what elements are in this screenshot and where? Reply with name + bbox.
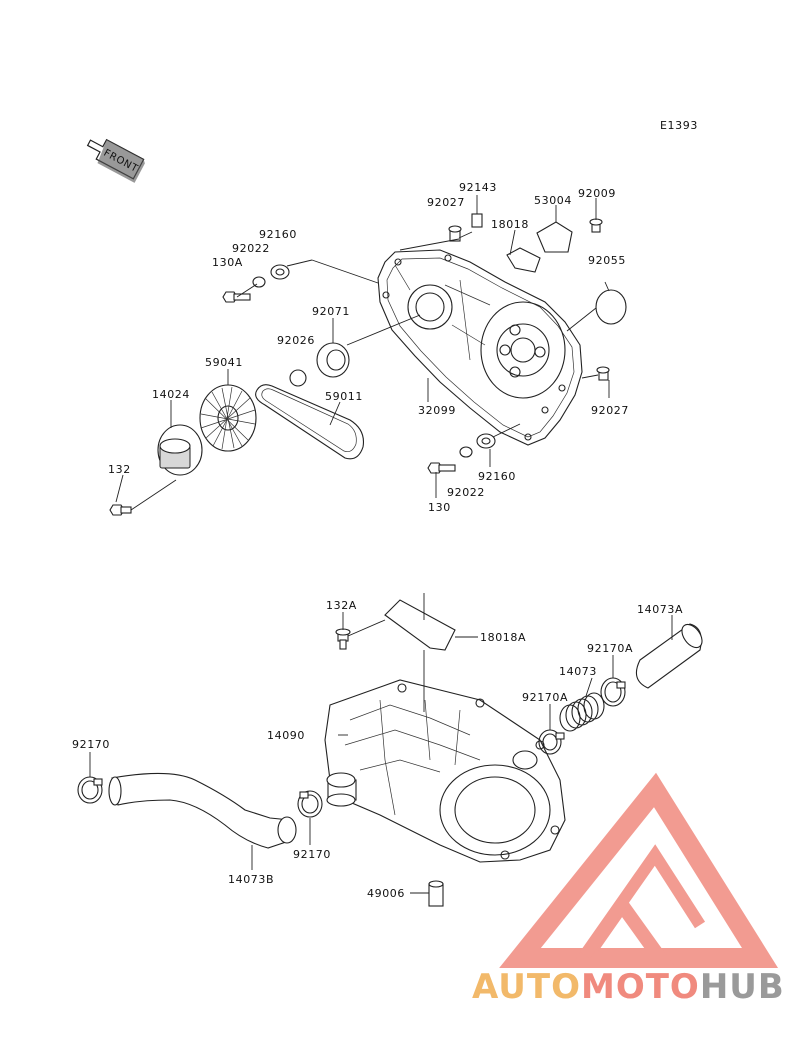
damper-92160-top xyxy=(270,264,290,280)
label-92170A-upper: 92170A xyxy=(587,642,633,655)
bolt-130A xyxy=(222,291,251,303)
damper-92160-bottom xyxy=(476,433,496,449)
label-14073B: 14073B xyxy=(228,873,274,886)
part-labels: 92143 92027 53004 92009 18018 92160 9202… xyxy=(72,181,683,900)
washer-92022-bottom xyxy=(459,446,473,458)
front-arrow-icon: FRONT xyxy=(86,138,145,183)
label-92022-top: 92022 xyxy=(232,242,270,255)
label-32099: 32099 xyxy=(418,404,456,417)
diagram-code: E1393 xyxy=(660,119,698,132)
label-14090: 14090 xyxy=(267,729,305,742)
clamp-92170-left xyxy=(77,776,103,804)
watermark-hub: HUB xyxy=(700,967,785,1007)
duct-14073A xyxy=(635,623,703,689)
seal-92071 xyxy=(316,342,350,378)
label-92022-bottom: 92022 xyxy=(447,486,485,499)
bolt-132 xyxy=(109,504,132,516)
clamp-92170-right xyxy=(297,790,323,818)
bolt-130 xyxy=(427,462,456,474)
label-132: 132 xyxy=(108,463,131,476)
label-130: 130 xyxy=(428,501,451,514)
o-ring-92055 xyxy=(595,289,627,325)
label-92160-top: 92160 xyxy=(259,228,297,241)
leader-lines-lower xyxy=(89,612,673,894)
label-92027-right: 92027 xyxy=(591,404,629,417)
bracket-18018 xyxy=(506,247,541,273)
collar-49006 xyxy=(428,880,444,907)
label-92026: 92026 xyxy=(277,334,315,347)
bracket-18018A xyxy=(384,599,456,651)
duct-14073B xyxy=(108,772,297,849)
label-92027-top: 92027 xyxy=(427,196,465,209)
label-92170A-lower: 92170A xyxy=(522,691,568,704)
label-59041: 59041 xyxy=(205,356,243,369)
bellows-14073 xyxy=(559,692,605,732)
label-14024: 14024 xyxy=(152,388,190,401)
spacer-92026 xyxy=(289,369,307,387)
label-92170-left: 92170 xyxy=(72,738,110,751)
label-14073: 14073 xyxy=(559,665,597,678)
bolt-92027-right xyxy=(596,366,610,381)
cover-14090 xyxy=(324,679,566,863)
watermark-moto: MOTO xyxy=(581,967,700,1007)
watermark-text: AUTOMOTOHUB xyxy=(472,967,785,1007)
label-132A: 132A xyxy=(326,599,357,612)
watermark-logo-icon xyxy=(499,772,779,968)
screw-92009 xyxy=(589,218,603,233)
label-130A: 130A xyxy=(212,256,243,269)
fan-59041 xyxy=(199,384,257,452)
label-14073A: 14073A xyxy=(637,603,683,616)
clutch-cover-32099 xyxy=(377,249,583,446)
label-49006: 49006 xyxy=(367,887,405,900)
bolt-92027-top xyxy=(448,225,462,242)
label-92055: 92055 xyxy=(588,254,626,267)
label-92071: 92071 xyxy=(312,305,350,318)
clamp-92170A-upper xyxy=(600,677,626,707)
label-92009: 92009 xyxy=(578,187,616,200)
plate-14024 xyxy=(157,424,203,476)
label-59011: 59011 xyxy=(325,390,363,403)
label-18018: 18018 xyxy=(491,218,529,231)
label-92143: 92143 xyxy=(459,181,497,194)
plate-53004 xyxy=(536,221,573,253)
sleeve-92143 xyxy=(471,213,483,228)
label-18018A: 18018A xyxy=(480,631,526,644)
leader-lines-upper xyxy=(115,195,610,511)
watermark-auto: AUTO xyxy=(472,967,581,1007)
belt-59011 xyxy=(255,384,365,460)
label-92160-bottom: 92160 xyxy=(478,470,516,483)
clamp-92170A-lower xyxy=(538,729,565,755)
bolt-132A xyxy=(335,628,351,650)
label-53004: 53004 xyxy=(534,194,572,207)
logo-stroke xyxy=(580,844,706,959)
label-92170-right: 92170 xyxy=(293,848,331,861)
